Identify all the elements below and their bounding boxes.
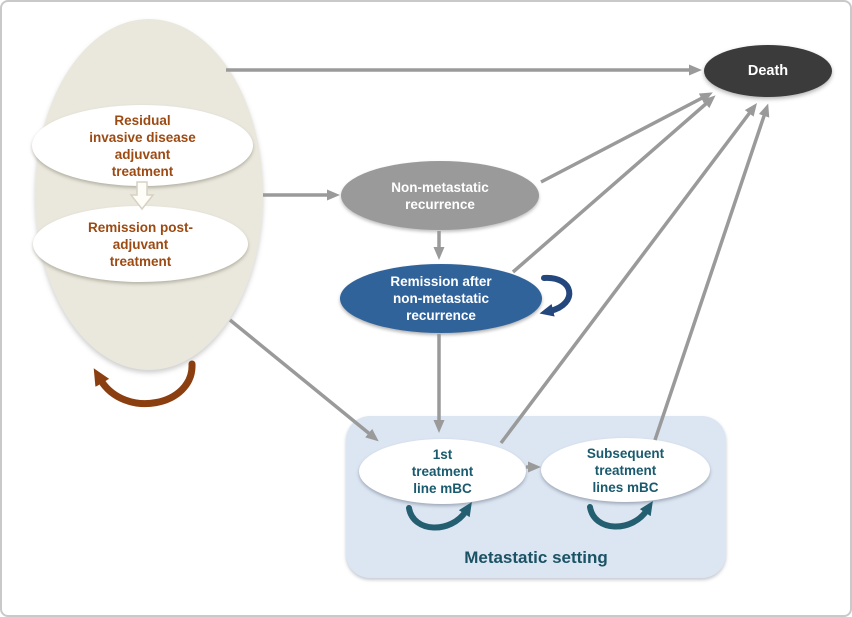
state-label-line: adjuvant	[112, 236, 169, 252]
state-label-line: treatment	[594, 462, 657, 478]
state-subsequent-treatment-lines-mbc: Subsequent treatment lines mBC	[541, 438, 710, 502]
state-label-line: adjuvant	[114, 146, 171, 162]
state-label-line: treatment	[411, 464, 474, 479]
state-label-line: non-metastatic	[392, 291, 490, 306]
state-label-line: Death	[747, 62, 789, 79]
state-label-line: Remission post-	[87, 219, 193, 235]
state-label-line: Residual	[114, 112, 171, 128]
self-loop-remission-after-icon	[539, 274, 573, 317]
state-label-line: Non-metastatic	[391, 179, 489, 195]
state-remission-after-recurrence: Remission after non-metastatic recurrenc…	[340, 264, 542, 333]
arrow-remission-after-to-death	[511, 95, 716, 274]
arrow-subsequent-to-death	[653, 103, 770, 441]
state-first-treatment-line-mbc: 1st treatment line mBC	[359, 439, 526, 504]
arrow-adjuvant-to-first-line	[228, 318, 379, 442]
metastatic-setting-label: Metastatic setting	[464, 548, 608, 567]
state-label-line: treatment	[109, 253, 172, 269]
state-group-adjuvant-phase	[35, 19, 263, 370]
state-label-line: lines mBC	[592, 479, 659, 495]
state-label-line: invasive disease	[89, 129, 196, 145]
state-label-line: recurrence	[405, 196, 475, 212]
state-label-line: Remission after	[390, 274, 492, 289]
state-residual-invasive-disease: Residual invasive disease adjuvant treat…	[32, 105, 253, 186]
state-label-line: treatment	[111, 163, 174, 179]
state-remission-post-adjuvant: Remission post- adjuvant treatment	[33, 206, 248, 282]
state-label-line: recurrence	[406, 308, 476, 323]
state-death: Death	[704, 45, 832, 97]
arrow-first-line-to-death	[499, 103, 758, 445]
arrow-nonmet-to-death	[540, 92, 713, 184]
state-label-line: line mBC	[413, 481, 472, 496]
state-label-line: Subsequent	[586, 445, 665, 461]
state-non-metastatic-recurrence: Non-metastatic recurrence	[341, 161, 539, 230]
state-label-line: 1st	[432, 447, 453, 462]
